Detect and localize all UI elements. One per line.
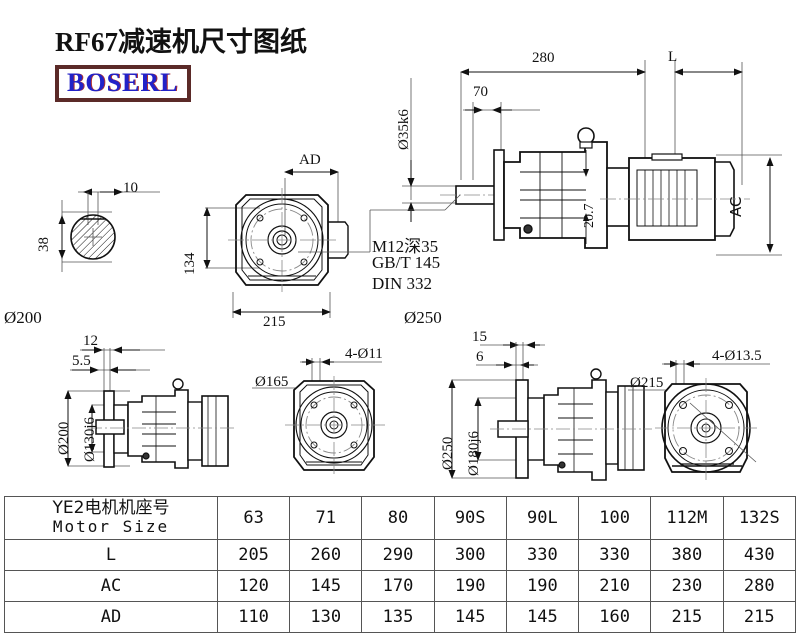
dim-shaft-diameter: Ø35k6: [396, 109, 412, 150]
brand-logo-text: BOSERL: [67, 68, 179, 97]
cell-AD-0: 110: [216, 601, 291, 633]
cell-AC-7: 280: [722, 570, 797, 602]
dim-70: 70: [473, 84, 488, 100]
view-flange200-front: [252, 358, 385, 474]
dim-holes-4-13-5: 4-Ø13.5: [712, 348, 762, 364]
cell-L-0: 205: [216, 539, 291, 571]
table-header-label: YE2电机机座号 Motor Size: [4, 496, 218, 540]
dim-flange200-outer: Ø200: [56, 421, 72, 455]
dim-ac: AC: [727, 196, 745, 217]
table-header-en: Motor Size: [52, 517, 170, 537]
cell-L-3: 300: [433, 539, 507, 571]
motor-size-table: YE2电机机座号 Motor Size 63 71 80 90S 90L 100…: [4, 496, 797, 633]
table-col-3: 90S: [433, 496, 507, 540]
table-col-0: 63: [216, 496, 291, 540]
note-m12-depth: M12深35: [372, 237, 439, 256]
dim-flange250-pilot: Ø180j6: [466, 431, 482, 476]
dim-gearbox-height-134: 134: [182, 252, 198, 276]
cell-AC-4: 190: [505, 570, 579, 602]
table-col-6: 112M: [650, 496, 724, 540]
cell-AC-6: 230: [650, 570, 724, 602]
dim-gearbox-width-215: 215: [263, 314, 286, 330]
cell-L-6: 380: [650, 539, 724, 571]
dim-20-7: 20.7: [582, 203, 597, 229]
dim-keyway-width: 10: [123, 180, 138, 196]
cell-AD-7: 215: [722, 601, 797, 633]
note-din332: DIN 332: [372, 274, 432, 293]
table-col-5: 100: [577, 496, 652, 540]
table-col-7: 132S: [722, 496, 797, 540]
cell-AC-5: 210: [577, 570, 652, 602]
cell-AD-2: 135: [361, 601, 435, 633]
note-gbt145: GB/T 145: [372, 253, 441, 272]
row-label-L: L: [4, 539, 218, 571]
caption-flange250: Ø250: [404, 308, 442, 327]
cell-AC-1: 145: [289, 570, 363, 602]
dim-6: 6: [476, 349, 484, 365]
dim-flange250-outer: Ø250: [440, 436, 456, 470]
view-main-assembly: [298, 60, 782, 256]
dim-ad: AD: [299, 152, 321, 168]
dim-bolt-circle-165: Ø165: [255, 374, 289, 390]
table-header-row: YE2电机机座号 Motor Size 63 71 80 90S 90L 100…: [4, 496, 797, 540]
dim-bolt-circle-215: Ø215: [630, 375, 664, 391]
table-col-1: 71: [289, 496, 363, 540]
table-col-2: 80: [361, 496, 435, 540]
table-row: L 205 260 290 300 330 330 380 430: [4, 539, 797, 571]
table-header-cn: YE2电机机座号: [52, 498, 170, 519]
cell-AC-3: 190: [433, 570, 507, 602]
dim-L: L: [668, 49, 678, 65]
dim-keyway-height: 38: [36, 237, 52, 252]
cell-AD-5: 160: [577, 601, 652, 633]
dim-flange200-pilot: Ø130j6: [82, 417, 98, 462]
cell-AC-0: 120: [216, 570, 291, 602]
page-title: RF67减速机尺寸图纸: [55, 27, 307, 57]
table-col-4: 90L: [505, 496, 579, 540]
cell-AC-2: 170: [361, 570, 435, 602]
view-keyway-detail: [58, 188, 160, 272]
cell-L-2: 290: [361, 539, 435, 571]
table-row: AD 110 130 135 145 145 160 215 215: [4, 601, 797, 633]
cell-AD-3: 145: [433, 601, 507, 633]
row-label-AC: AC: [4, 570, 218, 602]
view-flange250-side: [448, 341, 652, 481]
row-label-AD: AD: [4, 601, 218, 633]
cell-L-7: 430: [722, 539, 797, 571]
table-body: YE2电机机座号 Motor Size 63 71 80 90S 90L 100…: [4, 496, 797, 633]
cell-AD-1: 130: [289, 601, 363, 633]
caption-flange200: Ø200: [4, 308, 42, 327]
view-flange200-side: [64, 346, 236, 469]
view-flange250-front: [628, 360, 770, 480]
dim-280: 280: [532, 50, 555, 66]
dim-12: 12: [83, 333, 98, 349]
cell-AD-4: 145: [505, 601, 579, 633]
cell-L-1: 260: [289, 539, 363, 571]
dim-15: 15: [472, 329, 487, 345]
cell-L-4: 330: [505, 539, 579, 571]
brand-logo: BOSERL: [55, 65, 191, 103]
cell-AD-6: 215: [650, 601, 724, 633]
dim-holes-4-11: 4-Ø11: [345, 346, 383, 362]
table-row: AC 120 145 170 190 190 210 230 280: [4, 570, 797, 602]
dim-5-5: 5.5: [72, 353, 91, 369]
cell-L-5: 330: [577, 539, 652, 571]
view-gearbox-front: [203, 168, 349, 318]
